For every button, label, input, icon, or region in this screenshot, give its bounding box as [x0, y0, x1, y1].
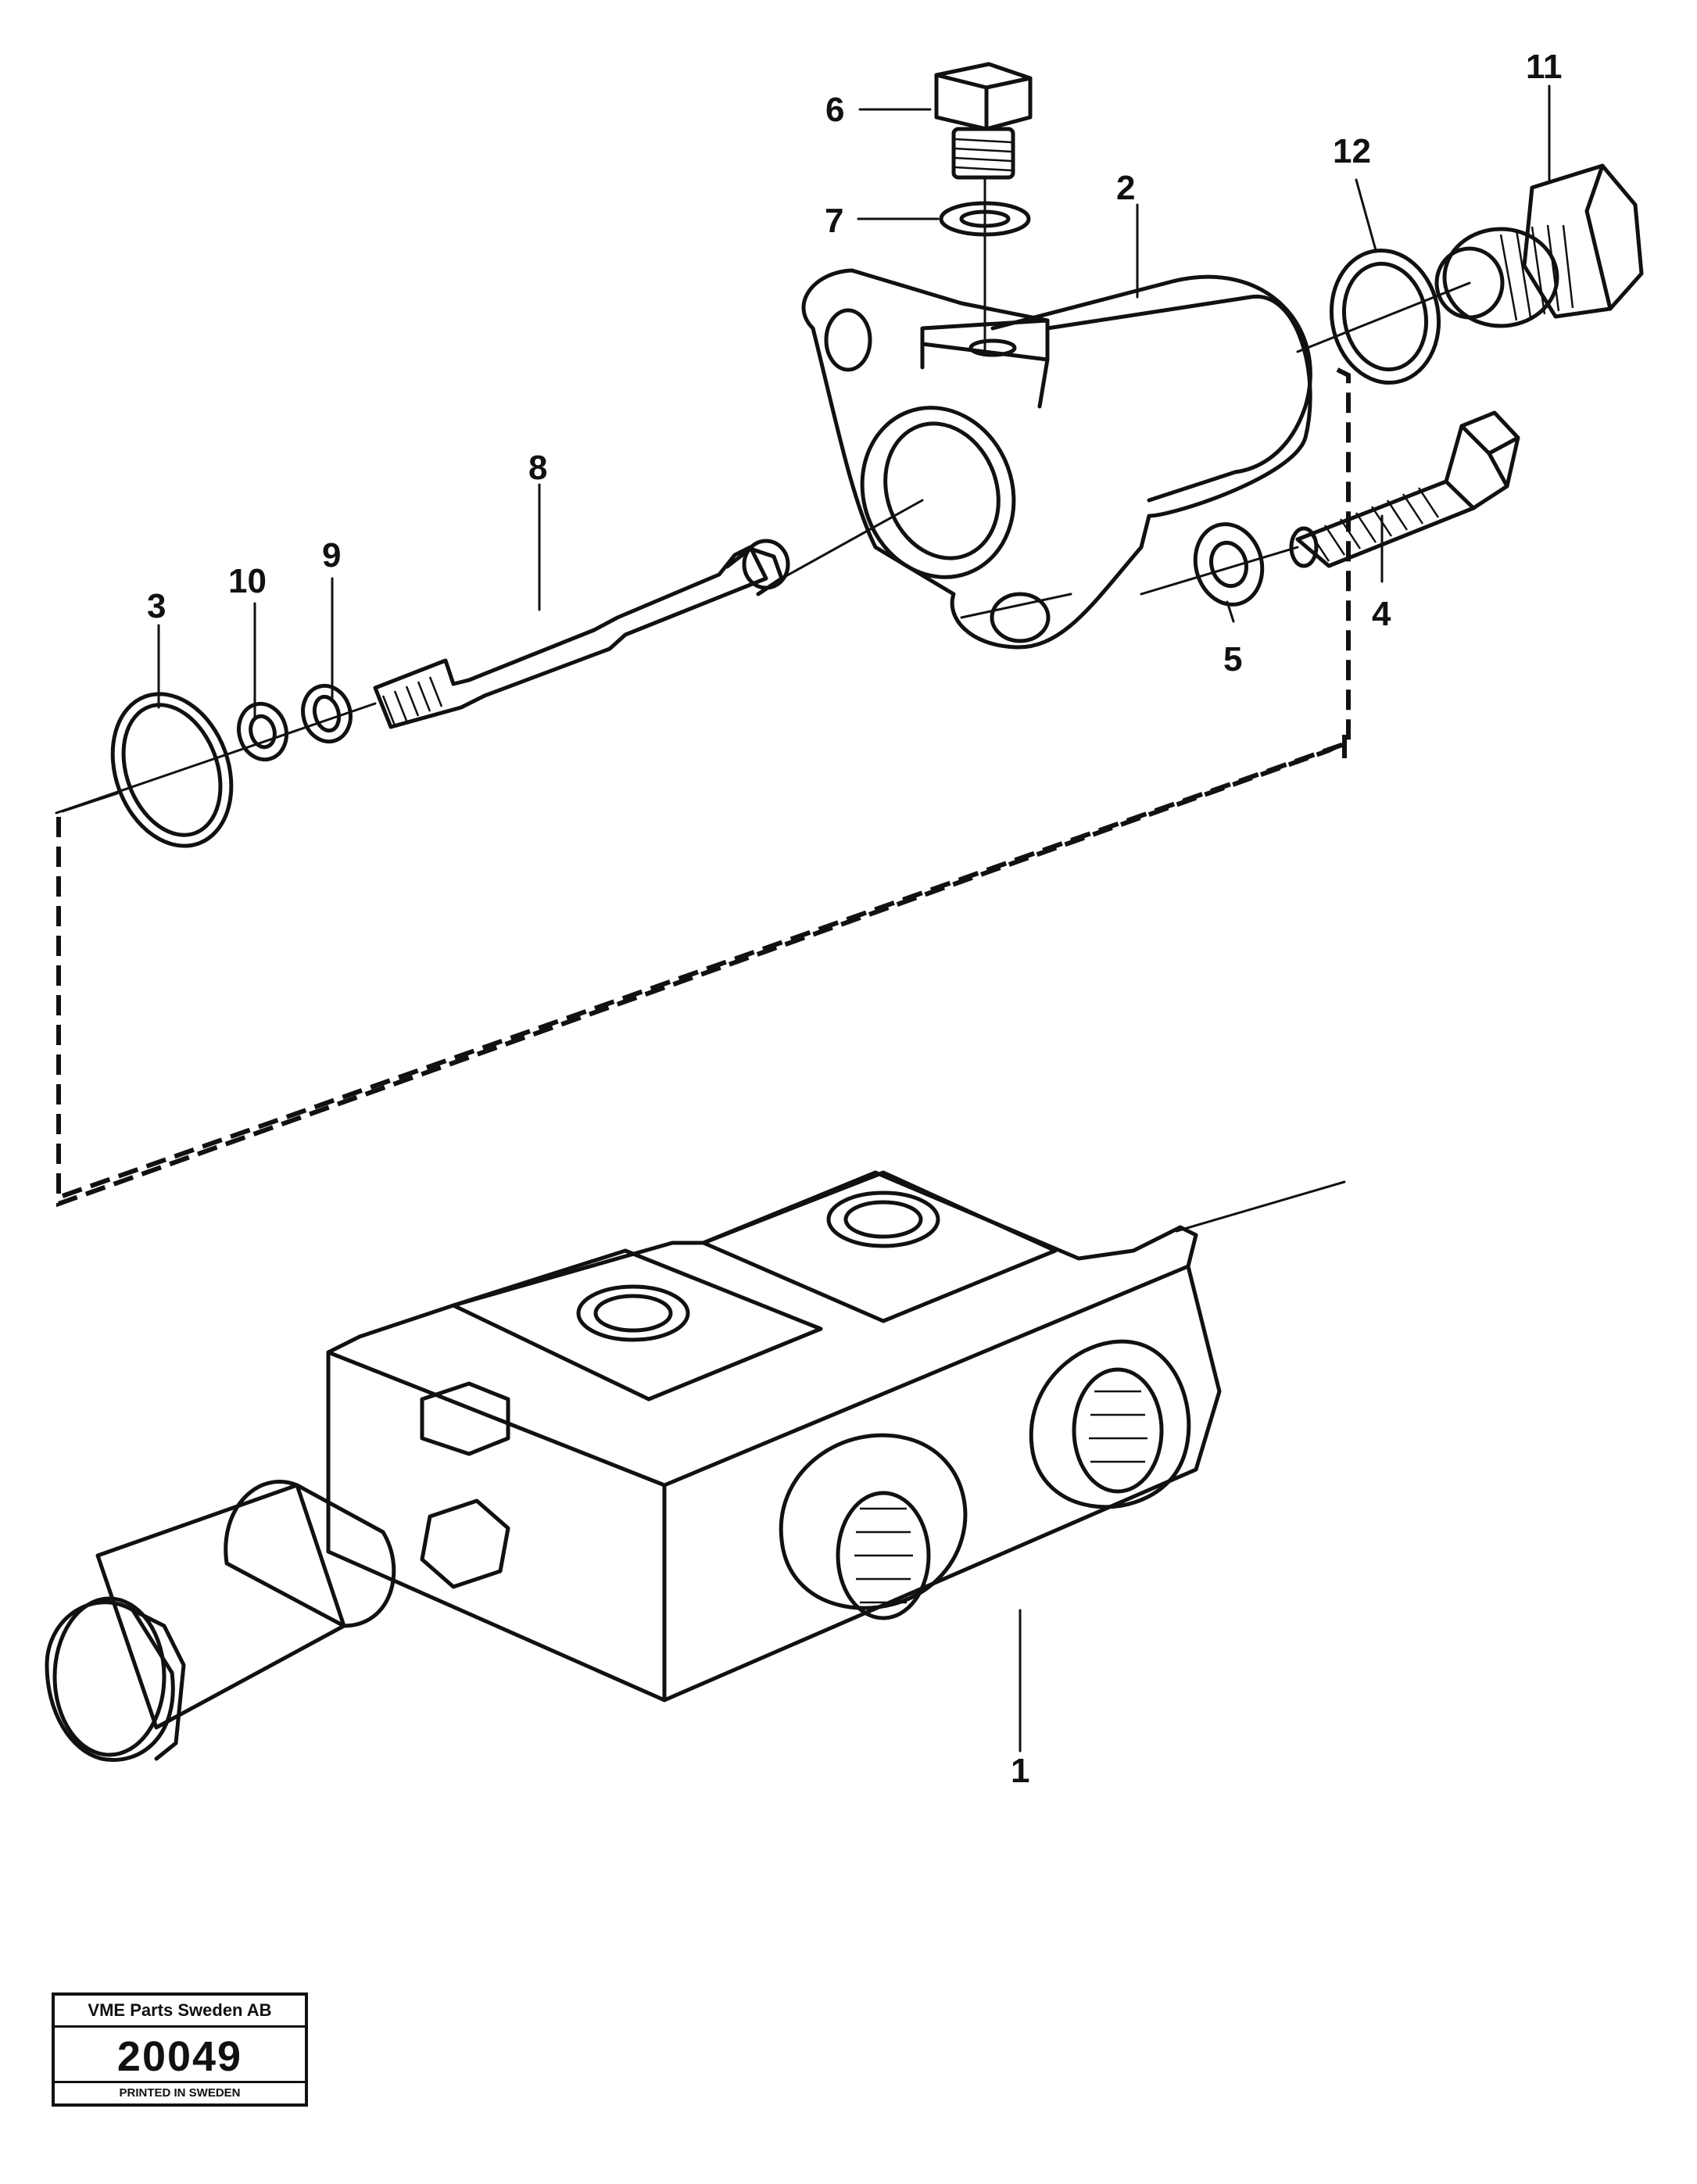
part-10-washer	[237, 701, 288, 762]
callout-7: 7	[825, 202, 843, 240]
leader-lines	[157, 84, 1551, 1753]
axis-line-4	[1140, 546, 1299, 596]
printed-note: PRINTED IN SWEDEN	[55, 2081, 305, 2103]
part-11-plug	[1434, 163, 1644, 328]
part-3-o-ring	[110, 692, 234, 848]
callout-2: 2	[1116, 169, 1135, 207]
part-4-bolt	[1289, 410, 1520, 568]
company-name: VME Parts Sweden AB	[55, 1996, 305, 2028]
part-9-o-ring	[301, 683, 353, 744]
callout-9: 9	[322, 536, 341, 575]
frame-link	[61, 792, 119, 813]
part-1-valve-block	[45, 1170, 1222, 1762]
part-5-washer	[1193, 522, 1265, 607]
callout-11: 11	[1526, 48, 1563, 86]
axis-line-11	[1296, 281, 1471, 353]
assembly-frame-right	[62, 365, 1351, 1198]
frame-link-2	[1175, 1180, 1346, 1233]
part-8-spool	[373, 499, 1072, 729]
part-6-plug-screw	[934, 62, 1033, 180]
callout-1: 1	[1011, 1752, 1029, 1790]
part-2-valve-housing	[801, 268, 1312, 650]
part-12-snap-ring	[1329, 248, 1441, 385]
callout-6: 6	[825, 91, 844, 129]
callout-4: 4	[1372, 595, 1391, 633]
callout-3: 3	[147, 587, 166, 625]
callout-10: 10	[228, 562, 267, 600]
callout-12: 12	[1333, 132, 1371, 170]
axis-line-8	[55, 702, 377, 815]
assembly-frame-left	[56, 735, 1347, 1208]
callout-8: 8	[528, 449, 547, 487]
callout-5: 5	[1223, 640, 1242, 678]
title-label-box: VME Parts Sweden AB 20049 PRINTED IN SWE…	[52, 1992, 308, 2107]
drawing-number: 20049	[116, 2033, 243, 2080]
